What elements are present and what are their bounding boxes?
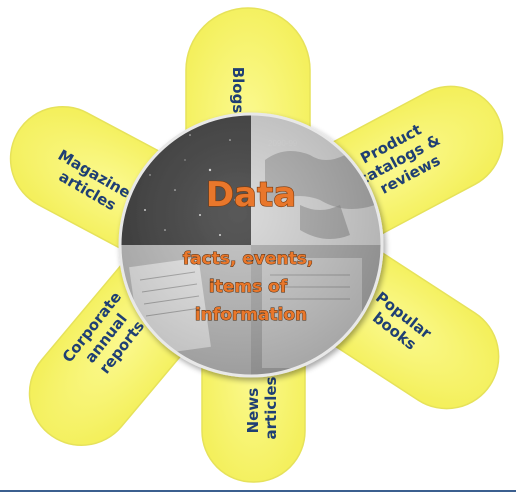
petal-news-label: News articles	[244, 376, 280, 439]
center-photo-collage: 2090-99	[120, 114, 382, 376]
center-circle: 2090-99	[118, 112, 384, 378]
center-title: Data	[206, 175, 296, 215]
petal-blogs-label: Blogs	[229, 67, 247, 114]
center-subtitle: facts, events, items of information	[183, 249, 319, 325]
